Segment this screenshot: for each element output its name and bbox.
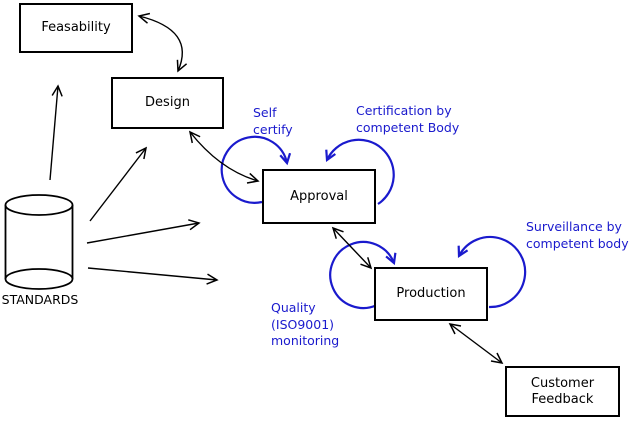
annotation-quality-monitoring: Quality (ISO9001) monitoring — [271, 300, 339, 350]
arrow-approval-production — [331, 226, 373, 270]
arrow-standards-to-approval — [86, 219, 201, 244]
cylinder-bottom — [4, 268, 74, 290]
cylinder-top — [4, 194, 74, 216]
annotation-line: Surveillance by — [526, 219, 622, 234]
cylinder-sides — [4, 205, 74, 279]
annotation-line: Quality — [271, 300, 316, 315]
box-production: Production — [374, 267, 488, 321]
arrow-design-approval — [188, 130, 260, 184]
annotation-line: monitoring — [271, 333, 340, 348]
standards-label: STANDARDS — [1, 292, 79, 307]
box-approval-label: Approval — [290, 188, 348, 204]
arrow-standards-to-production — [87, 267, 219, 285]
annotation-surveillance: Surveillance by competent body — [526, 219, 629, 252]
box-customer-feedback-line2: Feedback — [531, 391, 594, 407]
arrow-production-feedback — [448, 322, 504, 365]
box-feasability-label: Feasability — [41, 20, 111, 35]
box-design-label: Design — [145, 95, 190, 110]
annotation-line: Certification by — [356, 103, 452, 118]
annotation-line: (ISO9001) — [271, 316, 335, 332]
box-customer-feedback-line1: Customer — [530, 375, 595, 391]
annotation-certification: Certification by competent Body — [356, 103, 459, 136]
annotation-line: certify — [253, 121, 293, 137]
box-design: Design — [111, 77, 224, 129]
box-feasability: Feasability — [19, 3, 133, 53]
box-customer-feedback: Customer Feedback — [505, 366, 620, 417]
annotation-line: competent Body — [356, 119, 460, 135]
annotation-line: competent body — [526, 235, 629, 251]
arrow-standards-to-design — [89, 146, 148, 222]
arrow-standards-to-feasability — [49, 84, 63, 181]
arrow-feasability-design — [137, 12, 188, 73]
certification-loop-arrow — [325, 138, 395, 205]
standards-datastore-icon — [4, 194, 74, 290]
surveillance-loop-arrow — [457, 235, 527, 309]
box-approval: Approval — [262, 169, 376, 224]
annotation-line: Self — [253, 105, 277, 120]
annotation-self-certify: Self certify — [253, 105, 293, 138]
box-production-label: Production — [396, 286, 466, 301]
